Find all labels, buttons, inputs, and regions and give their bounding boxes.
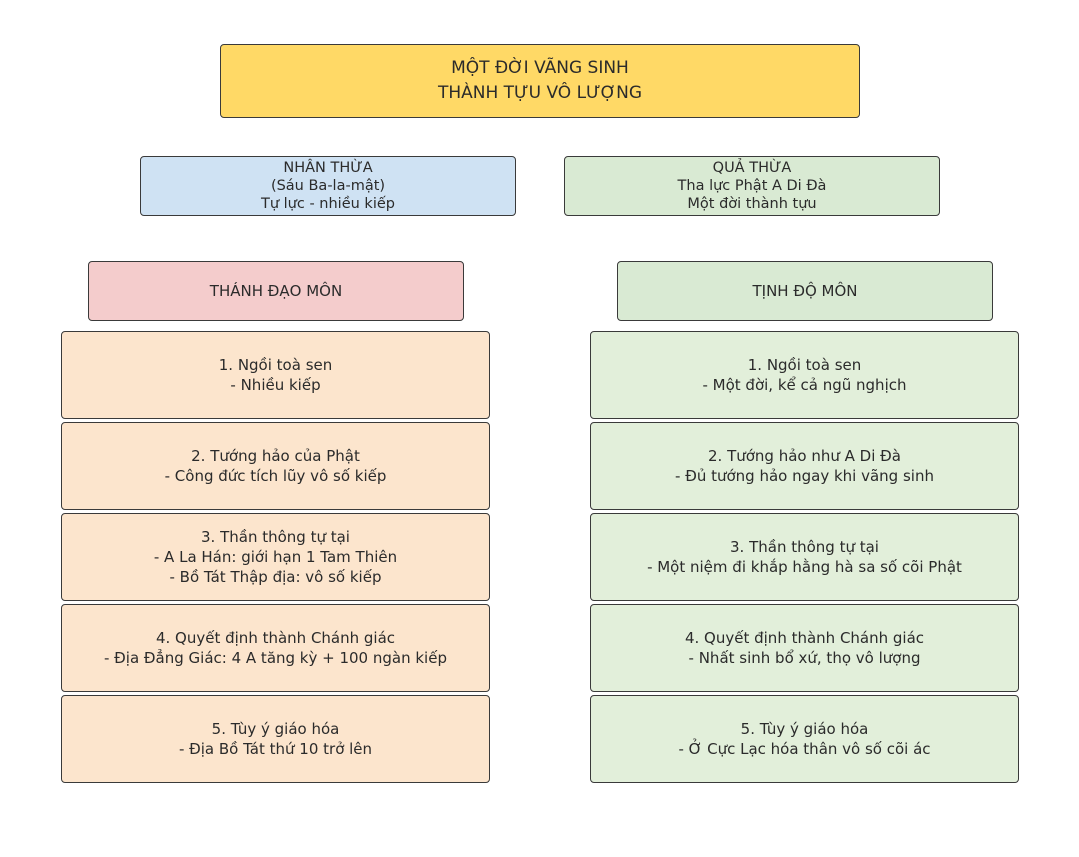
qua-thua-box: QUẢ THỪA Tha lực Phật A Di Đà Một đời th…: [564, 156, 940, 216]
tinh-do-item-4: 4. Quyết định thành Chánh giác - Nhất si…: [590, 604, 1019, 692]
thanh-dao-item-2: 2. Tướng hảo của Phật - Công đức tích lũ…: [61, 422, 490, 510]
item-line: - Một đời, kể cả ngũ nghịch: [702, 376, 907, 394]
item-line: - Nhất sinh bổ xứ, thọ vô lượng: [688, 649, 921, 667]
tinh-do-item-5: 5. Tùy ý giáo hóa - Ở Cực Lạc hóa thân v…: [590, 695, 1019, 783]
tinh-do-mon-header: TỊNH ĐỘ MÔN: [617, 261, 993, 321]
thanh-dao-item-1: 1. Ngồi toà sen - Nhiều kiếp: [61, 331, 490, 419]
qua-thua-line: Một đời thành tựu: [687, 196, 817, 212]
item-line: - Công đức tích lũy vô số kiếp: [164, 467, 387, 485]
tinh-do-item-3: 3. Thần thông tự tại - Một niệm đi khắp …: [590, 513, 1019, 601]
qua-thua-line: Tha lực Phật A Di Đà: [677, 178, 827, 194]
item-line: 1. Ngồi toà sen: [747, 356, 862, 374]
nhan-thua-line: NHÂN THỪA: [283, 160, 373, 176]
title-line-2: THÀNH TỰU VÔ LƯỢNG: [437, 83, 643, 103]
item-line: 5. Tùy ý giáo hóa: [740, 720, 869, 738]
item-line: 4. Quyết định thành Chánh giác: [155, 629, 396, 647]
item-line: 2. Tướng hảo của Phật: [191, 447, 360, 465]
tinh-do-mon-label: TỊNH ĐỘ MÔN: [752, 282, 858, 300]
nhan-thua-line: Tự lực - nhiều kiếp: [261, 196, 395, 212]
title-line-1: MỘT ĐỜI VÃNG SINH: [451, 58, 629, 78]
title-box: MỘT ĐỜI VÃNG SINH THÀNH TỰU VÔ LƯỢNG: [220, 44, 860, 118]
item-line: - Địa Đẳng Giác: 4 A tăng kỳ + 100 ngàn …: [104, 649, 447, 667]
item-line: - Nhiều kiếp: [230, 376, 321, 394]
item-line: - Bồ Tát Thập địa: vô số kiếp: [169, 568, 382, 586]
item-line: 5. Tùy ý giáo hóa: [211, 720, 340, 738]
thanh-dao-item-5: 5. Tùy ý giáo hóa - Địa Bồ Tát thứ 10 tr…: [61, 695, 490, 783]
thanh-dao-mon-label: THÁNH ĐẠO MÔN: [209, 282, 343, 300]
nhan-thua-line: (Sáu Ba-la-mật): [270, 178, 386, 194]
item-line: 1. Ngồi toà sen: [218, 356, 333, 374]
item-line: - Đủ tướng hảo ngay khi vãng sinh: [675, 467, 934, 485]
tinh-do-item-2: 2. Tướng hảo như A Di Đà - Đủ tướng hảo …: [590, 422, 1019, 510]
thanh-dao-mon-header: THÁNH ĐẠO MÔN: [88, 261, 464, 321]
item-line: - Ở Cực Lạc hóa thân vô số cõi ác: [678, 740, 931, 758]
thanh-dao-item-3: 3. Thần thông tự tại - A La Hán: giới hạ…: [61, 513, 490, 601]
item-line: - Địa Bồ Tát thứ 10 trở lên: [178, 740, 373, 758]
qua-thua-line: QUẢ THỪA: [712, 160, 792, 176]
tinh-do-item-1: 1. Ngồi toà sen - Một đời, kể cả ngũ ngh…: [590, 331, 1019, 419]
thanh-dao-item-4: 4. Quyết định thành Chánh giác - Địa Đẳn…: [61, 604, 490, 692]
item-line: - A La Hán: giới hạn 1 Tam Thiên: [153, 548, 398, 566]
item-line: - Một niệm đi khắp hằng hà sa số cõi Phậ…: [647, 558, 962, 576]
item-line: 3. Thần thông tự tại: [730, 538, 879, 556]
item-line: 2. Tướng hảo như A Di Đà: [708, 447, 901, 465]
nhan-thua-box: NHÂN THỪA (Sáu Ba-la-mật) Tự lực - nhiều…: [140, 156, 516, 216]
item-line: 4. Quyết định thành Chánh giác: [684, 629, 925, 647]
item-line: 3. Thần thông tự tại: [201, 528, 350, 546]
